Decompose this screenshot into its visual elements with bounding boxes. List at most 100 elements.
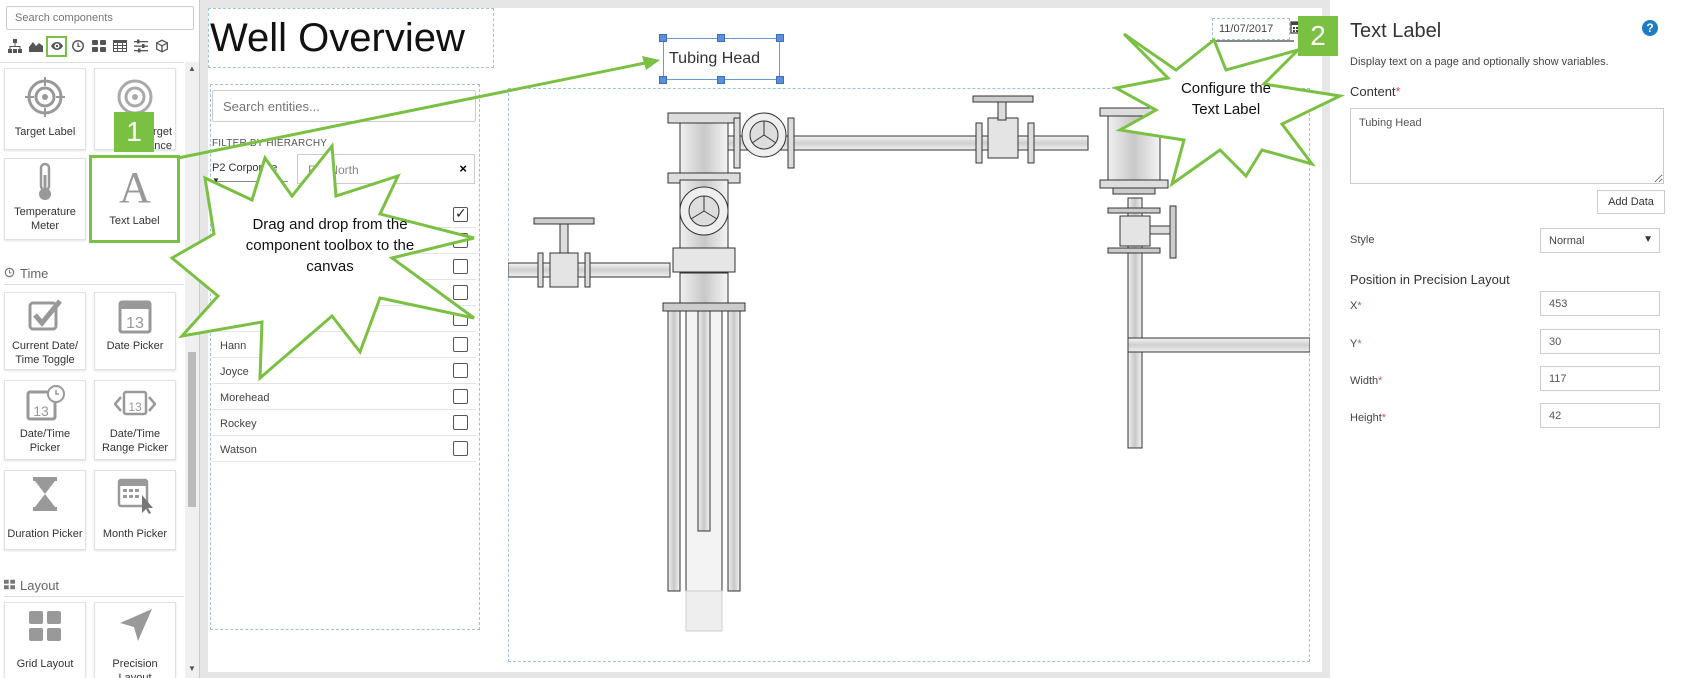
add-data-button[interactable]: Add Data xyxy=(1597,190,1665,214)
resize-handle-nw[interactable] xyxy=(659,34,667,42)
entity-checkbox[interactable] xyxy=(453,311,468,326)
style-value: Normal xyxy=(1549,235,1585,247)
wellhead-diagram[interactable] xyxy=(508,88,1310,662)
clear-icon[interactable]: × xyxy=(459,161,467,176)
grid-icon[interactable] xyxy=(90,38,107,55)
page-title[interactable]: Well Overview xyxy=(210,16,465,60)
scroll-thumb[interactable] xyxy=(188,352,196,507)
tile-month-picker[interactable]: Month Picker xyxy=(94,470,176,550)
callout-1-text: Drag and drop from the component toolbox… xyxy=(245,216,415,275)
entity-name: Rockey xyxy=(220,418,257,430)
properties-description: Display text on a page and optionally sh… xyxy=(1350,56,1609,68)
hourglass-icon xyxy=(5,471,85,517)
tile-duration-picker[interactable]: Duration Picker xyxy=(4,470,86,550)
entity-row[interactable]: Watson xyxy=(212,436,476,462)
component-search-input[interactable] xyxy=(6,6,194,30)
height-label-text: Height xyxy=(1350,412,1382,424)
entity-checkbox[interactable] xyxy=(453,285,468,300)
caret-down-icon: ▼ xyxy=(1643,234,1653,245)
canvas-text-label[interactable]: Tubing Head xyxy=(663,38,780,80)
tile-target-label[interactable]: Target Label xyxy=(4,68,86,150)
entity-checkbox[interactable] xyxy=(453,205,468,222)
entity-row[interactable]: Morehead xyxy=(212,384,476,410)
image-region xyxy=(508,88,1310,662)
entity-row[interactable]: Garraway xyxy=(212,280,476,306)
hierarchy-select[interactable]: P2 Corporate ▼ xyxy=(212,158,288,185)
area-chart-icon[interactable] xyxy=(27,38,44,55)
toolbox-scrollbar[interactable]: ▲ ▼ xyxy=(185,62,199,678)
height-input[interactable] xyxy=(1540,403,1660,428)
tile-date-picker[interactable]: 13 Date Picker xyxy=(94,292,176,370)
y-input[interactable] xyxy=(1540,329,1660,354)
resize-handle-ne[interactable] xyxy=(776,34,784,42)
toolbox-divider xyxy=(0,62,184,63)
date-picker-field[interactable]: 11/07/2017 xyxy=(1212,18,1290,40)
resize-handle-n[interactable] xyxy=(717,34,725,42)
entity-checkbox[interactable] xyxy=(453,415,468,430)
resize-handle-s[interactable] xyxy=(717,76,725,84)
content-textarea[interactable]: Tubing Head xyxy=(1350,108,1664,184)
entity-name: Morehead xyxy=(220,392,270,404)
width-label-text: Width xyxy=(1350,375,1379,387)
eye-icon[interactable] xyxy=(46,35,67,57)
component-toolbox: ▲ ▼ Target Label Target Distance Tempera… xyxy=(0,0,200,678)
clock-icon[interactable] xyxy=(69,38,86,55)
grid-icon xyxy=(4,578,15,593)
tile-label: Duration Picker xyxy=(7,528,83,540)
section-label: Layout xyxy=(20,578,60,593)
cube-icon[interactable] xyxy=(153,38,170,55)
hierarchy-icon[interactable] xyxy=(6,38,23,55)
entity-row[interactable]: Hann xyxy=(212,332,476,358)
entity-checkbox[interactable] xyxy=(453,363,468,378)
style-select[interactable]: Normal ▼ xyxy=(1540,228,1660,253)
y-label: Y* xyxy=(1350,338,1362,350)
target-icon xyxy=(5,69,85,125)
scroll-up-icon[interactable]: ▲ xyxy=(188,64,196,73)
section-layout[interactable]: Layout xyxy=(4,578,184,597)
cursor-arrow-icon xyxy=(95,603,175,649)
tile-precision-layout[interactable]: Precision Layout xyxy=(94,602,176,678)
filter-by-hierarchy-label: FILTER BY HIERARCHY xyxy=(212,138,328,149)
content-label: Content* xyxy=(1350,84,1401,99)
clock-icon xyxy=(4,266,15,281)
category-icon-bar xyxy=(6,35,170,57)
tile-label: Date Picker xyxy=(106,340,164,352)
x-label: X* xyxy=(1350,300,1362,312)
region-filter-chip[interactable]: Far North × xyxy=(297,154,475,184)
help-icon[interactable]: ? xyxy=(1642,20,1658,36)
entity-checkbox[interactable] xyxy=(453,259,468,274)
calendar-clock-icon: 13 xyxy=(5,381,85,427)
entity-row[interactable]: Joyce xyxy=(212,358,476,384)
table-icon[interactable] xyxy=(111,38,128,55)
tile-temperature-meter[interactable]: Temperature Meter xyxy=(4,158,86,240)
svg-text:13: 13 xyxy=(33,403,49,419)
x-input[interactable] xyxy=(1540,291,1660,316)
section-time[interactable]: Time xyxy=(4,266,184,285)
tile-current-datetime-toggle[interactable]: Current Date/ Time Toggle xyxy=(4,292,86,370)
entity-checkbox[interactable] xyxy=(453,337,468,352)
resize-handle-se[interactable] xyxy=(776,76,784,84)
date-underline xyxy=(1210,40,1294,42)
tile-datetime-picker[interactable]: 13 Date/Time Picker xyxy=(4,380,86,460)
entity-checkbox[interactable] xyxy=(453,441,468,456)
scroll-down-icon[interactable]: ▼ xyxy=(188,664,196,673)
entity-row[interactable]: Rockey xyxy=(212,410,476,436)
height-label: Height* xyxy=(1350,412,1387,424)
resize-handle-sw[interactable] xyxy=(659,76,667,84)
entity-name: Joyce xyxy=(220,366,249,378)
entity-checkbox[interactable] xyxy=(453,389,468,404)
y-label-text: Y xyxy=(1350,338,1358,350)
entity-row[interactable]: Geikie xyxy=(212,306,476,332)
svg-text:A: A xyxy=(119,165,151,207)
x-label-text: X xyxy=(1350,300,1358,312)
position-section-title: Position in Precision Layout xyxy=(1350,272,1510,287)
width-input[interactable] xyxy=(1540,366,1660,391)
tile-datetime-range-picker[interactable]: 13 Date/Time Range Picker xyxy=(94,380,176,460)
entity-search-input[interactable] xyxy=(212,90,476,122)
content-label-text: Content xyxy=(1350,84,1396,99)
sliders-icon[interactable] xyxy=(132,38,149,55)
tile-grid-layout[interactable]: Grid Layout xyxy=(4,602,86,678)
entity-checkbox[interactable] xyxy=(453,233,468,248)
tile-text-label[interactable]: A Text Label xyxy=(89,155,180,243)
svg-text:13: 13 xyxy=(128,400,142,414)
